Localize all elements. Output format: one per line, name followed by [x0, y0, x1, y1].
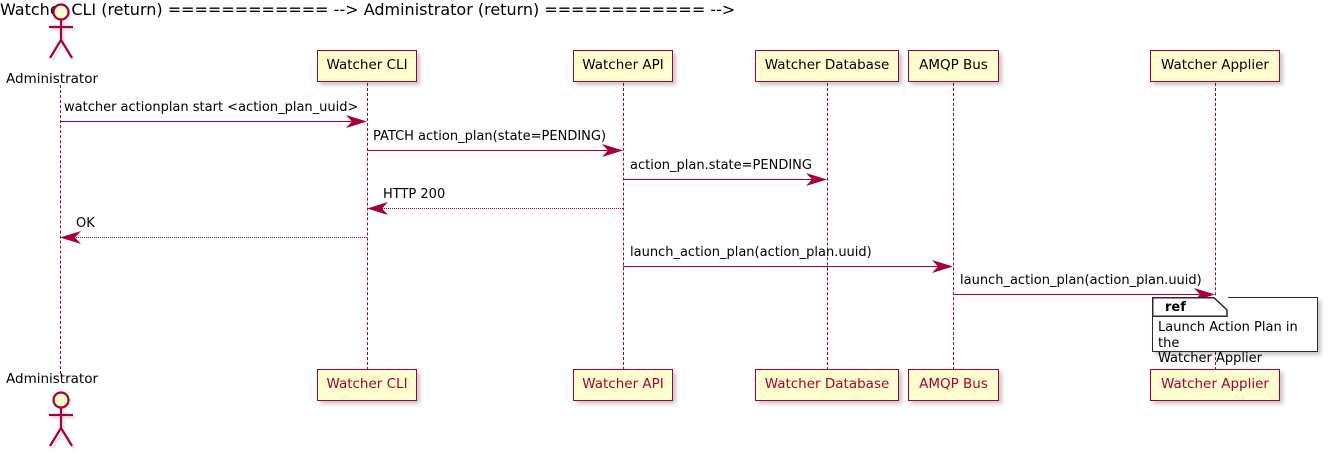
participant-watcher-cli-bottom[interactable]: Watcher CLI — [317, 369, 417, 401]
actor-stick-figure-icon — [49, 391, 76, 450]
participant-watcher-applier-top[interactable]: Watcher Applier — [1150, 50, 1280, 82]
message-line-5 — [70, 237, 367, 238]
participant-watcher-database-bottom[interactable]: Watcher Database — [755, 369, 899, 401]
ref-fragment-tab — [1152, 297, 1228, 317]
lifeline-administrator — [60, 85, 61, 374]
message-label-2: PATCH action_plan(state=PENDING) — [373, 129, 607, 144]
actor-label-administrator-top: Administrator — [6, 71, 99, 87]
ref-fragment-text: Launch Action Plan in the Watcher Applie… — [1158, 320, 1298, 366]
lifeline-watcher-cli — [367, 83, 368, 370]
message-line-3 — [623, 179, 817, 180]
message-arrowhead-2 — [601, 142, 625, 163]
message-arrowhead-6 — [931, 258, 955, 279]
ref-tab-shape-icon — [1152, 297, 1228, 317]
actor-administrator-top — [38, 2, 83, 64]
lifeline-watcher-api — [623, 83, 624, 370]
message-line-2 — [367, 150, 613, 151]
message-label-1: watcher actionplan start <action_plan_uu… — [64, 100, 359, 115]
actor-administrator-bottom — [38, 390, 83, 452]
message-arrowhead-5 — [58, 229, 82, 250]
message-line-6 — [623, 266, 947, 267]
message-arrowhead-3 — [805, 171, 829, 192]
participant-amqp-bus-bottom[interactable]: AMQP Bus — [908, 369, 999, 401]
message-label-3: action_plan.state=PENDING — [630, 158, 812, 173]
actor-label-administrator-bottom: Administrator — [6, 371, 99, 387]
message-arrowhead-4 — [365, 200, 389, 221]
lifeline-amqp-bus — [953, 83, 954, 370]
message-arrowhead-1 — [345, 113, 369, 134]
message-line-7 — [953, 294, 1205, 295]
message-label-5: OK — [76, 216, 95, 231]
participant-watcher-database-top[interactable]: Watcher Database — [755, 50, 899, 82]
ref-fragment-tag: ref — [1165, 300, 1186, 315]
participant-watcher-api-top[interactable]: Watcher API — [573, 50, 673, 82]
message-line-1 — [60, 121, 357, 122]
participant-watcher-cli-top[interactable]: Watcher CLI — [317, 50, 417, 82]
actor-stick-figure-icon — [49, 3, 76, 62]
message-label-7: launch_action_plan(action_plan.uuid) — [960, 273, 1202, 288]
participant-watcher-api-bottom[interactable]: Watcher API — [573, 369, 673, 401]
message-line-4 — [377, 208, 623, 209]
lifeline-watcher-database — [827, 83, 828, 370]
participant-amqp-bus-top[interactable]: AMQP Bus — [908, 50, 999, 82]
lifeline-watcher-applier — [1215, 83, 1216, 370]
message-label-4: HTTP 200 — [383, 187, 446, 202]
message-label-6: launch_action_plan(action_plan.uuid) — [630, 245, 872, 260]
participant-watcher-applier-bottom[interactable]: Watcher Applier — [1150, 369, 1280, 401]
